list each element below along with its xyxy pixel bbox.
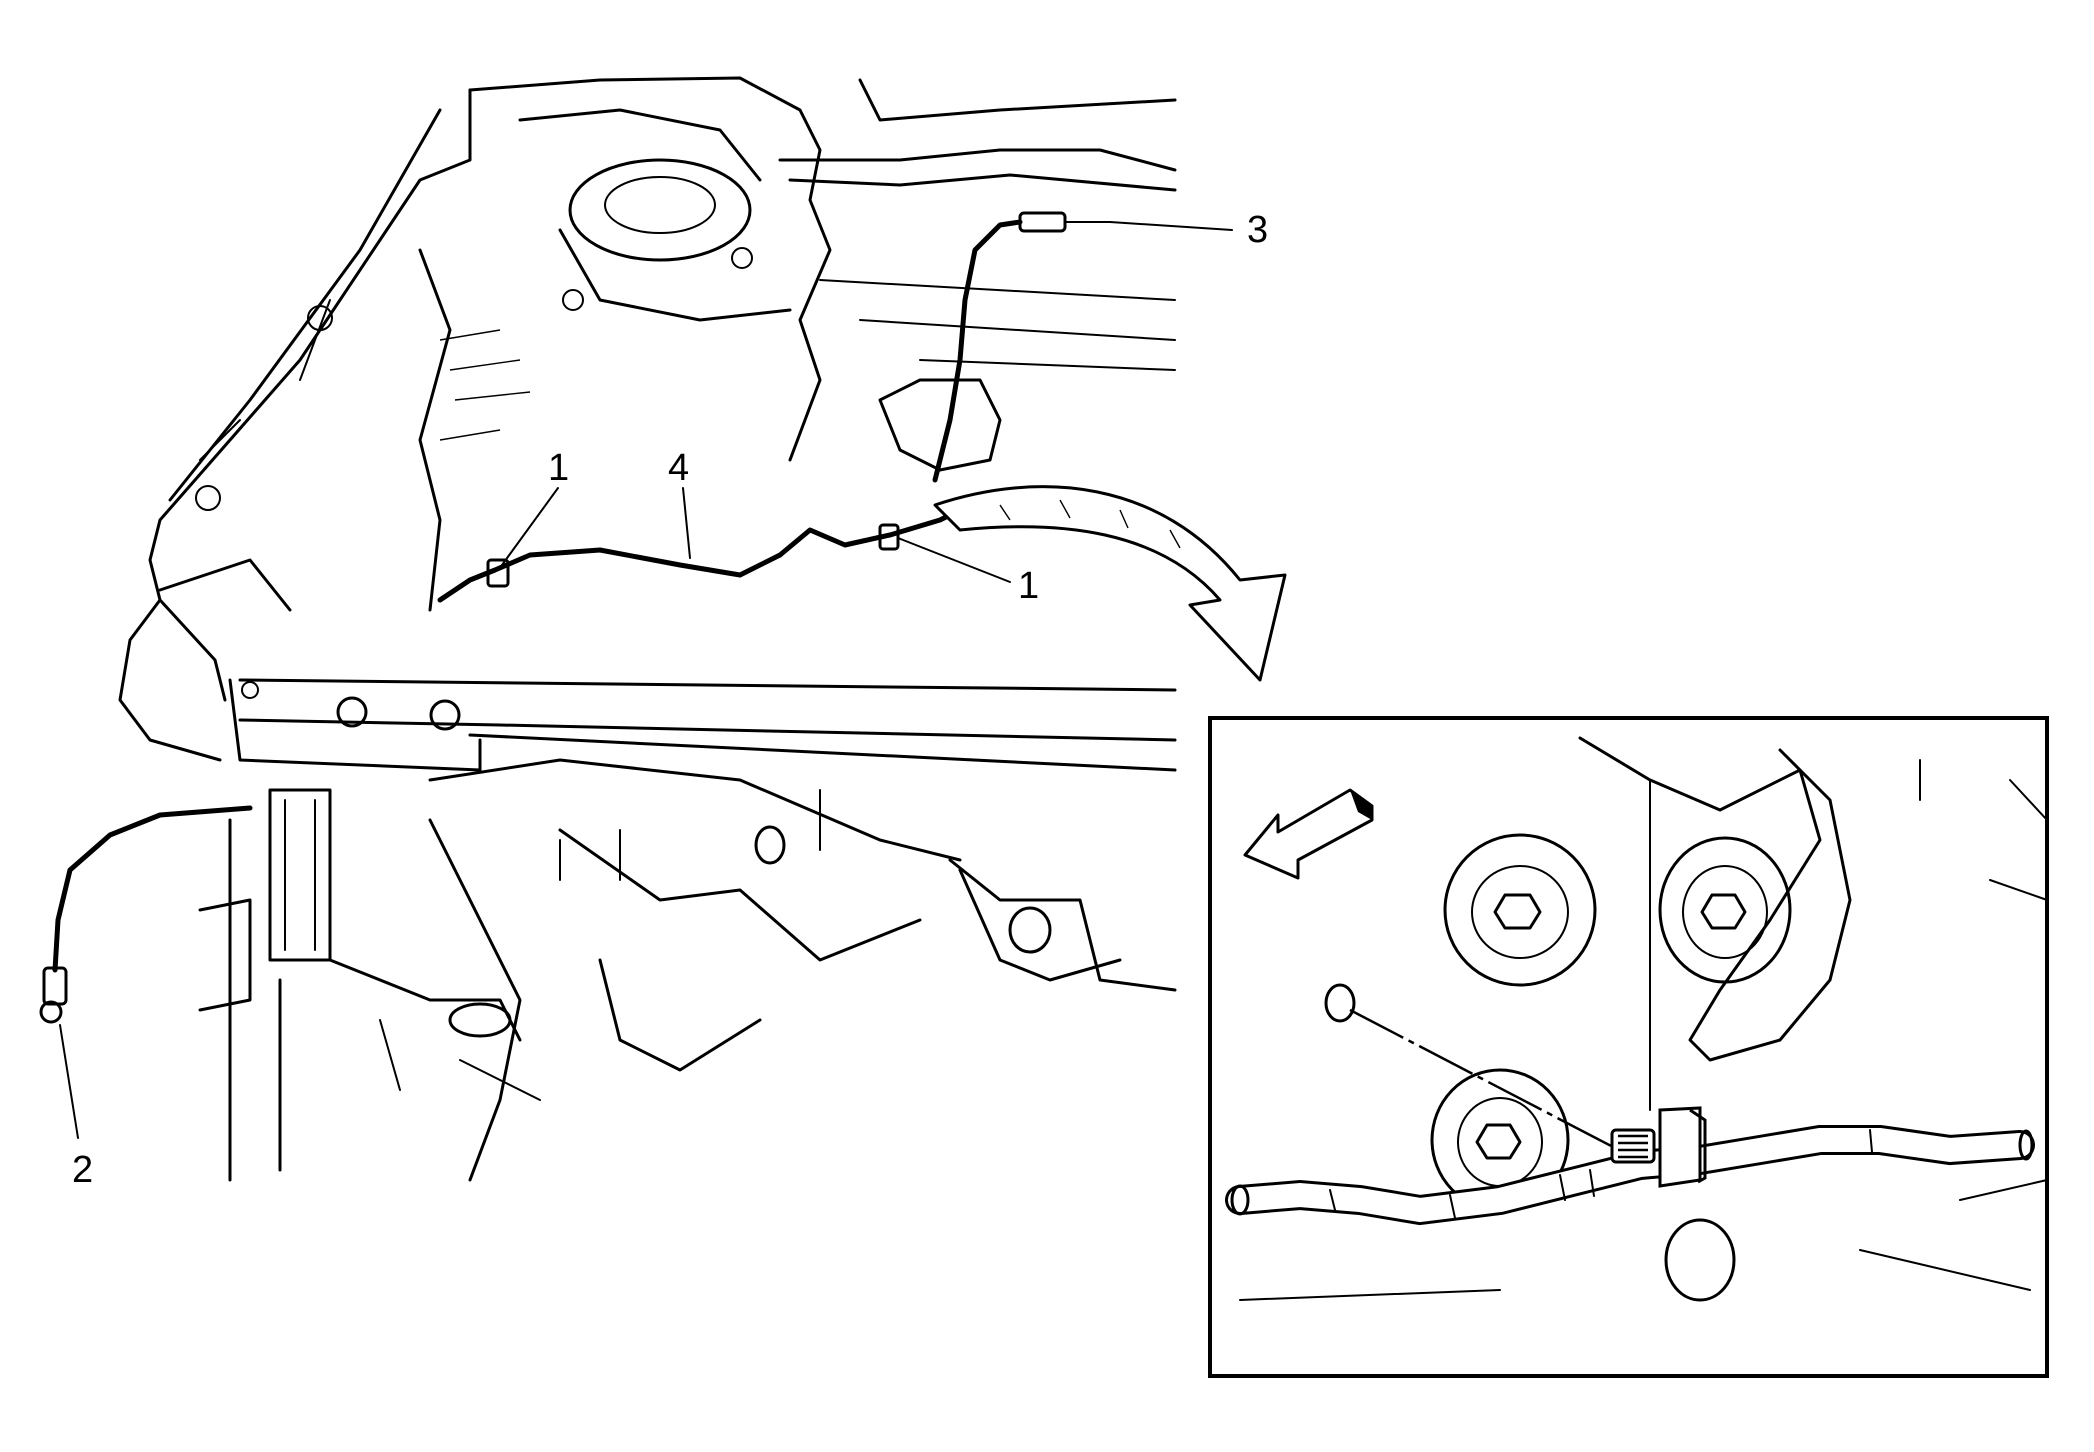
callout-4: 4 xyxy=(668,447,689,489)
cable-end-left xyxy=(39,805,253,1024)
cable-harness xyxy=(437,211,1111,603)
upper-right-components xyxy=(778,78,1177,472)
strut-tower xyxy=(418,76,832,612)
callout-1-upper: 1 xyxy=(548,447,569,489)
detail-view-arrow xyxy=(933,485,1287,682)
main-view xyxy=(39,76,1177,1182)
inset-cable xyxy=(1225,1125,2035,1226)
installation-line xyxy=(1349,1008,1616,1150)
detail-inset xyxy=(1208,716,2049,1378)
radiator-support xyxy=(198,678,1177,1182)
callout-1-right: 1 xyxy=(1018,565,1039,607)
body-plug xyxy=(1664,1218,1736,1302)
callout-3: 3 xyxy=(1247,209,1268,251)
fender-outline xyxy=(118,88,472,762)
callout-leaders xyxy=(59,221,1233,1139)
bolt-upper-left xyxy=(1443,833,1597,987)
callout-labels: 1 4 3 1 2 xyxy=(72,209,1268,1191)
clip-upper-left xyxy=(486,558,510,588)
callout-2: 2 xyxy=(72,1149,93,1191)
front-direction-arrow-icon xyxy=(1243,788,1374,880)
frame-rail xyxy=(379,758,1177,1182)
inset-clip xyxy=(1610,1106,1707,1188)
bolt-upper-right xyxy=(1658,836,1792,984)
mounting-hole xyxy=(1324,983,1356,1023)
